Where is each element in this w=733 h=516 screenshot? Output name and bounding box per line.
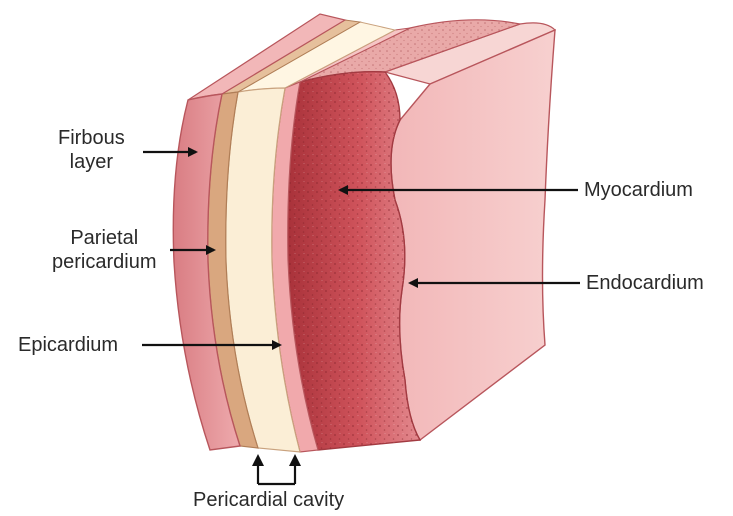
pericardial-cavity-arrowhead-left (252, 454, 264, 466)
fibrous-layer-label: Firbous layer (58, 126, 125, 174)
parietal-pericardium-label-line1: Parietal (52, 226, 156, 250)
myocardium-label: Myocardium (584, 178, 693, 202)
parietal-pericardium-label-line2: pericardium (52, 250, 156, 274)
epicardium-label: Epicardium (18, 333, 118, 357)
pericardial-cavity-arrowhead-right (289, 454, 301, 466)
fibrous-layer-label-line2: layer (58, 150, 125, 174)
endocardium-front-face (391, 30, 555, 440)
endocardium-layer (385, 23, 555, 440)
pericardial-cavity-label: Pericardial cavity (193, 488, 344, 512)
fibrous-layer-label-line1: Firbous (58, 126, 125, 150)
parietal-pericardium-label: Parietal pericardium (52, 226, 156, 274)
endocardium-label: Endocardium (586, 271, 704, 295)
